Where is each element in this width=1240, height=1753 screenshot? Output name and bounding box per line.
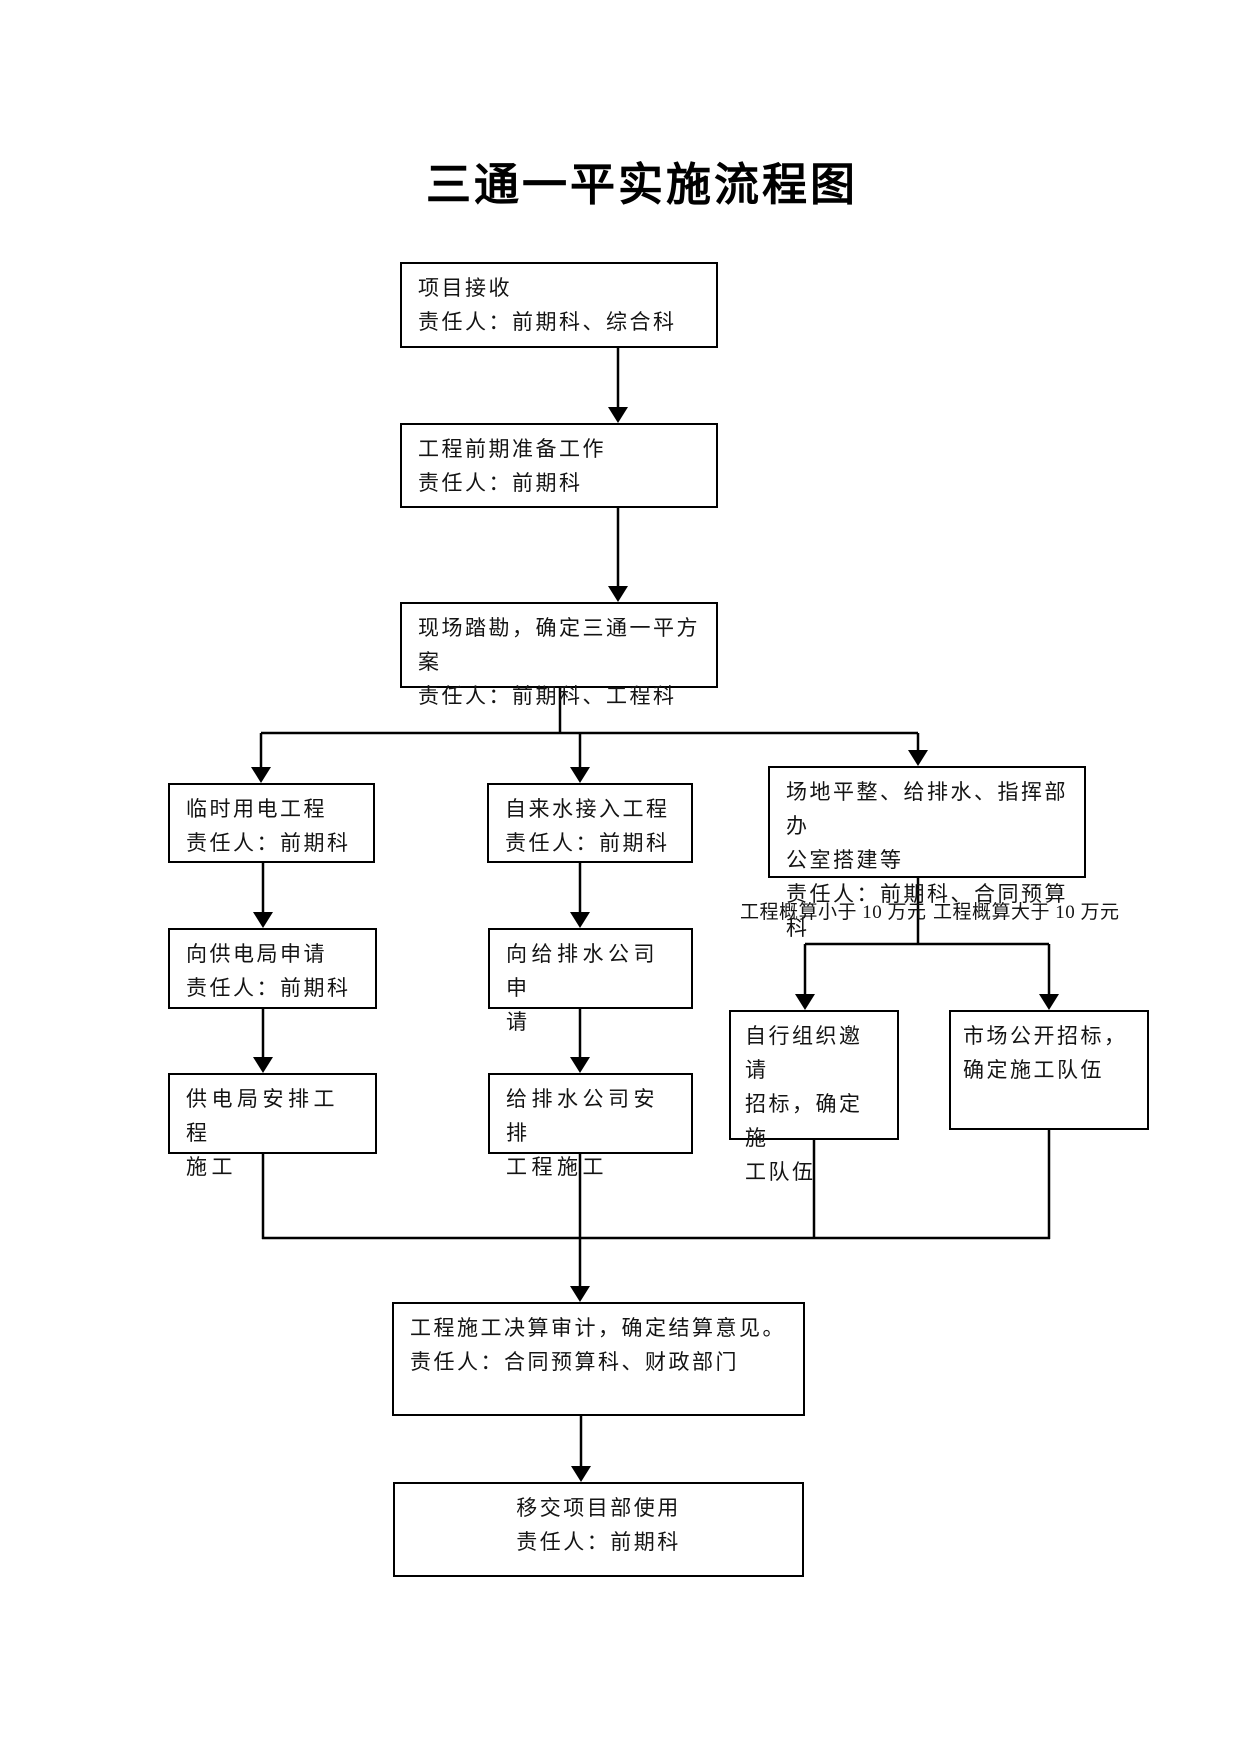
node-apply-water-company-text: 向给排水公司申 请 xyxy=(506,942,659,1034)
node-invited-bidding-text: 自行组织邀请 招标，确定施 工队伍 xyxy=(745,1024,863,1184)
node-temporary-power-text: 临时用电工程 责任人：前期科 xyxy=(186,797,351,855)
arrow-down-icon xyxy=(608,586,628,602)
node-open-bidding: 市场公开招标， 确定施工队伍 xyxy=(949,1010,1149,1130)
node-pre-construction-prep-text: 工程前期准备工作 责任人：前期科 xyxy=(418,437,606,495)
node-project-receive: 项目接收 责任人：前期科、综合科 xyxy=(400,262,718,348)
node-apply-water-company: 向给排水公司申 请 xyxy=(488,928,693,1034)
node-apply-power-bureau: 向供电局申请 责任人：前期科 xyxy=(168,928,377,1009)
arrow-down-icon xyxy=(795,994,815,1010)
arrow-down-icon xyxy=(253,912,273,928)
arrow-down-icon xyxy=(570,1057,590,1073)
arrow-down-icon xyxy=(608,407,628,423)
node-site-survey-text: 现场踏勘，确定三通一平方案 责任人：前期科、工程科 xyxy=(418,616,700,708)
node-project-receive-text: 项目接收 责任人：前期科、综合科 xyxy=(418,276,677,334)
arrow-down-icon xyxy=(570,912,590,928)
node-site-survey: 现场踏勘，确定三通一平方案 责任人：前期科、工程科 xyxy=(400,602,718,708)
node-water-company-construction: 给排水公司安排 工程施工 xyxy=(488,1073,693,1179)
node-audit-settlement-text: 工程施工决算审计，确定结算意见。 责任人：合同预算科、财政部门 xyxy=(410,1316,786,1374)
page-title: 三通一平实施流程图 xyxy=(425,159,858,210)
node-invited-bidding: 自行组织邀请 招标，确定施 工队伍 xyxy=(729,1010,899,1184)
node-site-leveling-text: 场地平整、给排水、指挥部办 公室搭建等 责任人：前期科、合同预算科 xyxy=(786,780,1068,940)
arrow-down-icon xyxy=(251,767,271,783)
node-water-company-construction-text: 给排水公司安排 工程施工 xyxy=(506,1087,659,1179)
node-tap-water-connection: 自来水接入工程 责任人：前期科 xyxy=(487,783,693,863)
node-open-bidding-text: 市场公开招标， 确定施工队伍 xyxy=(963,1024,1128,1082)
node-power-bureau-construction-text: 供电局安排工程 施工 xyxy=(186,1087,339,1179)
node-handover: 移交项目部使用 责任人：前期科 xyxy=(393,1482,804,1577)
arrow-down-icon xyxy=(570,767,590,783)
label-budget-over-100k: 工程概算大于 10 万元 xyxy=(933,902,1120,923)
arrow-down-icon xyxy=(253,1057,273,1073)
arrow-down-icon xyxy=(570,1286,590,1302)
node-power-bureau-construction: 供电局安排工程 施工 xyxy=(168,1073,377,1179)
arrow-down-icon xyxy=(908,750,928,766)
label-budget-under-100k: 工程概算小于 10 万元 xyxy=(740,902,927,923)
node-audit-settlement: 工程施工决算审计，确定结算意见。 责任人：合同预算科、财政部门 xyxy=(392,1302,805,1416)
node-temporary-power: 临时用电工程 责任人：前期科 xyxy=(168,783,375,863)
node-site-leveling: 场地平整、给排水、指挥部办 公室搭建等 责任人：前期科、合同预算科 xyxy=(768,766,1086,940)
node-tap-water-connection-text: 自来水接入工程 责任人：前期科 xyxy=(505,797,670,855)
node-apply-power-bureau-text: 向供电局申请 责任人：前期科 xyxy=(186,942,351,1000)
arrow-down-icon xyxy=(1039,994,1059,1010)
node-pre-construction-prep: 工程前期准备工作 责任人：前期科 xyxy=(400,423,718,508)
node-handover-text: 移交项目部使用 责任人：前期科 xyxy=(516,1496,681,1554)
arrow-down-icon xyxy=(571,1466,591,1482)
